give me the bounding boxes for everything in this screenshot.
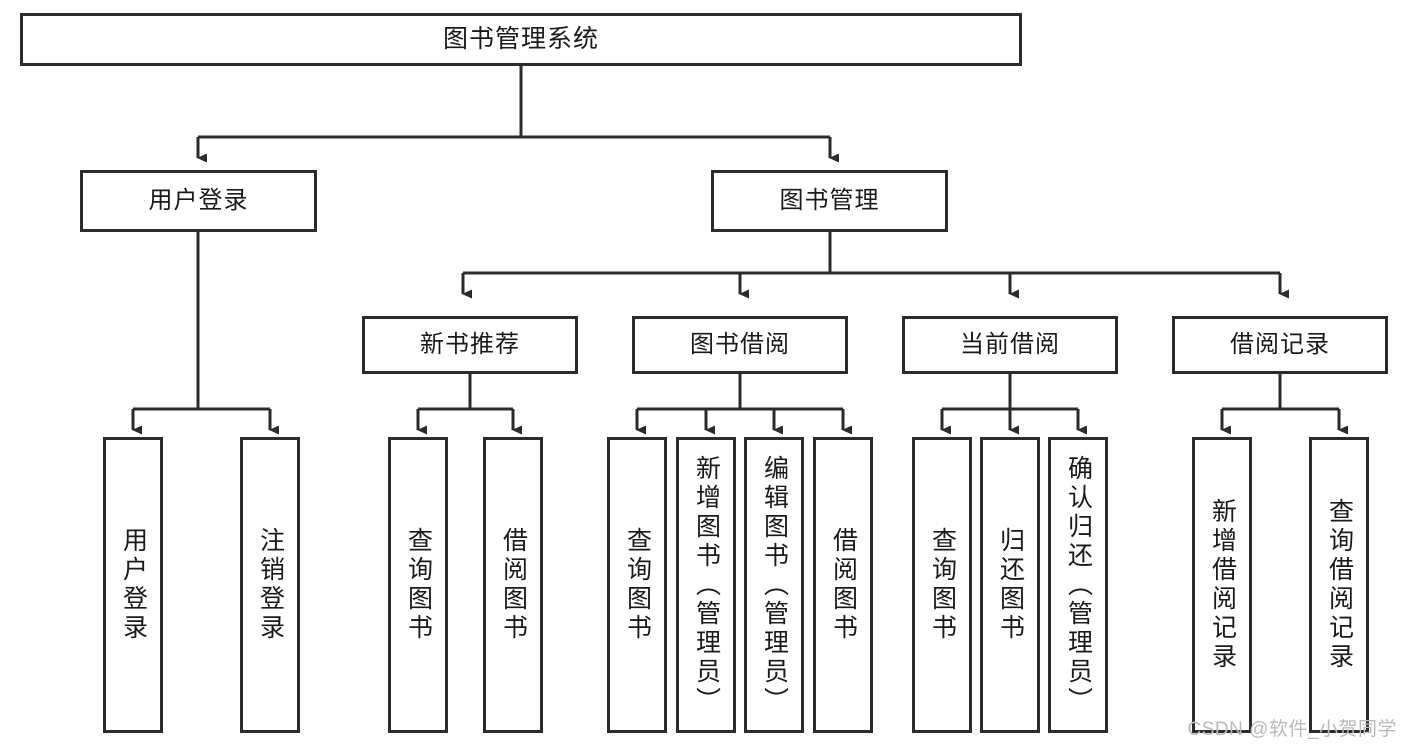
leaf-current-return-book[interactable]: 归还图书 — [980, 437, 1040, 733]
leaf-borrow-add-book-admin[interactable]: 新增图书（管理员） — [676, 437, 736, 733]
node-user-login[interactable]: 用户登录 — [80, 170, 317, 232]
node-label: 用户登录 — [119, 527, 148, 643]
node-label: 注销登录 — [256, 527, 285, 643]
node-label: 查询图书 — [623, 527, 652, 643]
node-label: 查询借阅记录 — [1325, 498, 1354, 672]
node-current-borrow[interactable]: 当前借阅 — [902, 316, 1118, 374]
node-label: 查询图书 — [928, 527, 957, 643]
node-book-management[interactable]: 图书管理 — [711, 170, 948, 232]
leaf-borrow-edit-book-admin[interactable]: 编辑图书（管理员） — [744, 437, 804, 733]
leaf-borrow-borrow-book[interactable]: 借阅图书 — [813, 437, 873, 733]
node-borrow-record[interactable]: 借阅记录 — [1172, 316, 1388, 374]
leaf-new-book-query-book[interactable]: 查询图书 — [388, 437, 448, 733]
leaf-current-confirm-return-admin[interactable]: 确认归还（管理员） — [1048, 437, 1108, 733]
node-label: 归还图书 — [996, 527, 1025, 643]
node-label: 借阅记录 — [1230, 330, 1330, 358]
leaf-new-book-borrow-book[interactable]: 借阅图书 — [483, 437, 543, 733]
node-label: 借阅图书 — [829, 527, 858, 643]
leaf-user-login[interactable]: 用户登录 — [103, 437, 163, 733]
leaf-current-query-book[interactable]: 查询图书 — [912, 437, 972, 733]
node-label: 查询图书 — [404, 527, 433, 643]
leaf-record-query-borrow-record[interactable]: 查询借阅记录 — [1309, 437, 1369, 733]
leaf-user-logout[interactable]: 注销登录 — [240, 437, 300, 733]
node-label: 借阅图书 — [499, 527, 528, 643]
leaf-borrow-query-book[interactable]: 查询图书 — [607, 437, 667, 733]
leaf-record-add-borrow-record[interactable]: 新增借阅记录 — [1192, 437, 1252, 733]
node-label: 新增图书（管理员） — [692, 454, 721, 716]
node-label: 新增借阅记录 — [1208, 498, 1237, 672]
node-root-system[interactable]: 图书管理系统 — [20, 13, 1022, 66]
node-label: 图书借阅 — [690, 330, 790, 358]
node-label: 编辑图书（管理员） — [760, 454, 789, 716]
node-label: 新书推荐 — [420, 330, 520, 358]
node-label: 确认归还（管理员） — [1064, 454, 1093, 716]
node-label: 图书管理 — [779, 186, 880, 214]
node-book-borrow[interactable]: 图书借阅 — [632, 316, 848, 374]
node-new-book-recommend[interactable]: 新书推荐 — [362, 316, 578, 374]
node-label: 当前借阅 — [960, 330, 1060, 358]
watermark-text: CSDN @软件_小贺同学 — [1187, 719, 1397, 740]
node-label: 用户登录 — [148, 186, 249, 214]
node-label: 图书管理系统 — [442, 24, 599, 53]
